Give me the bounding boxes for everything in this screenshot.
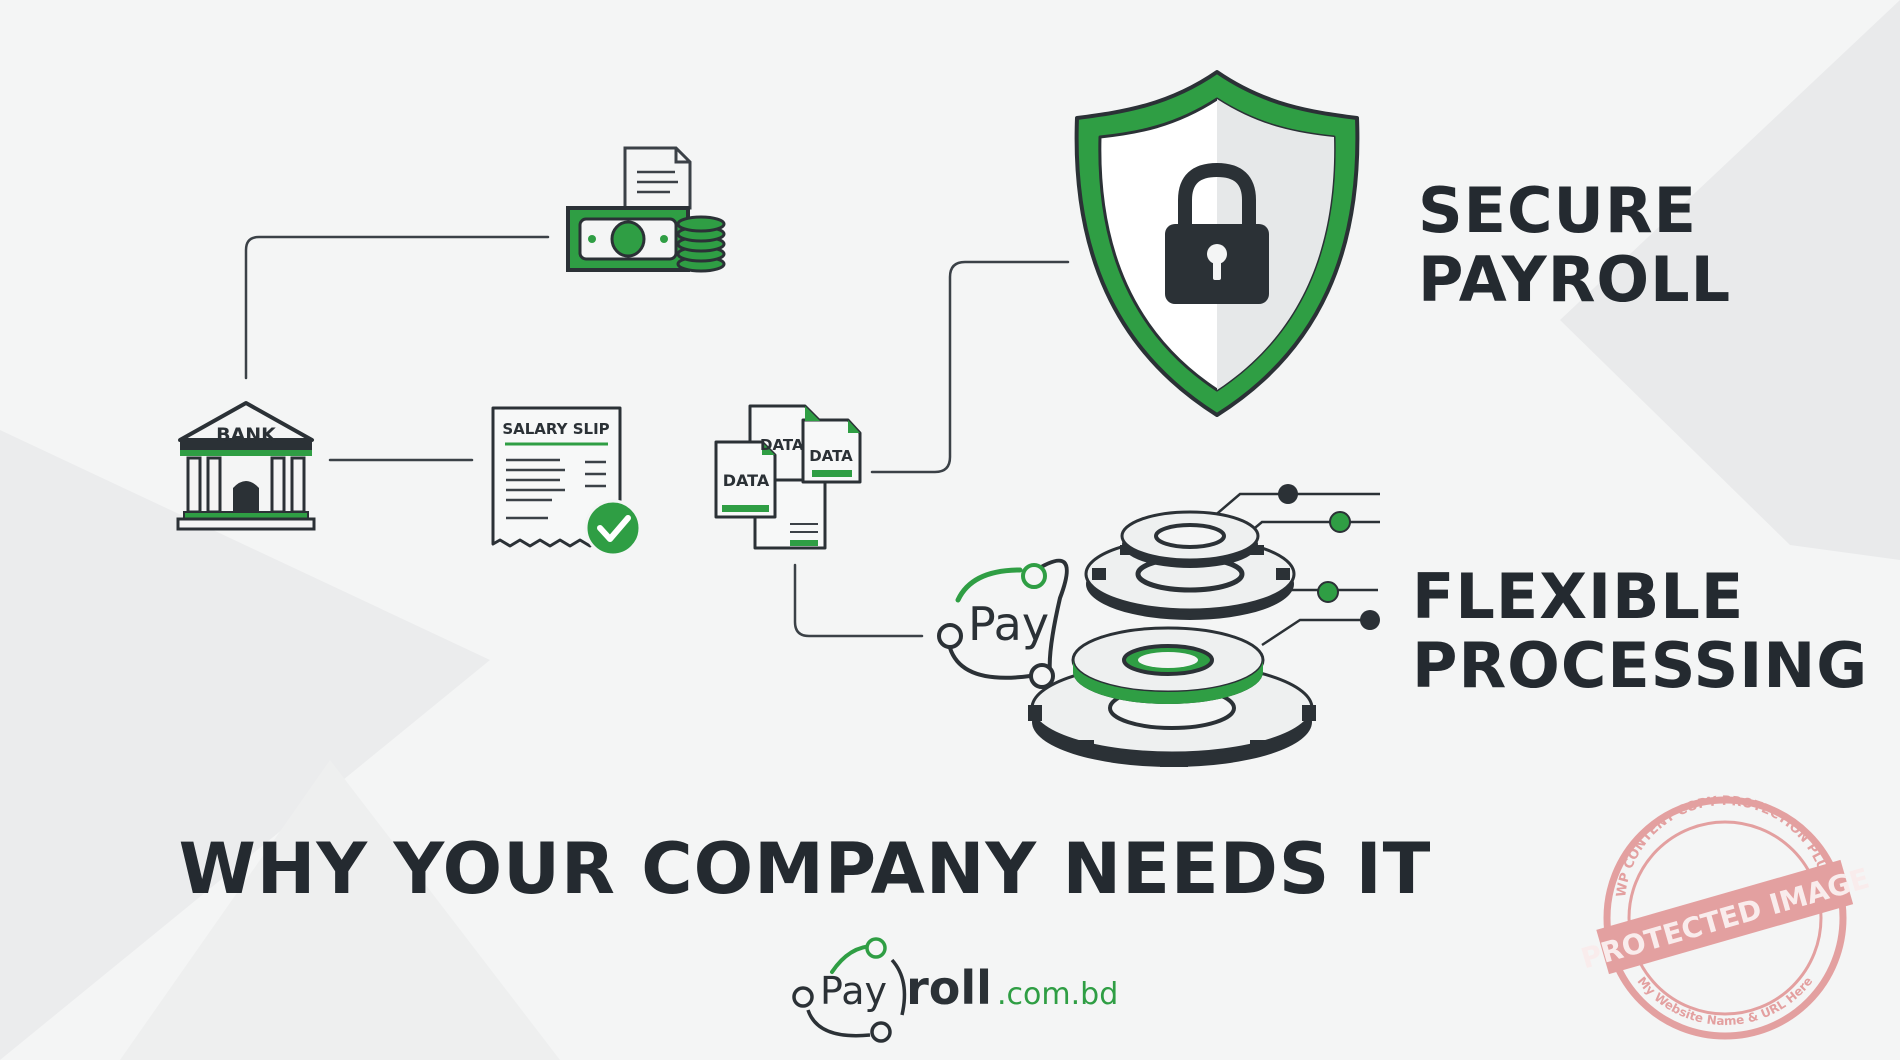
logo-domain: .com.bd (997, 977, 1118, 1012)
logo-roll: roll (906, 961, 992, 1015)
flexible-processing-heading: FLEXIBLE PROCESSING (1412, 562, 1868, 701)
data-label-back: DATA (760, 436, 804, 454)
secure-payroll-heading: SECURE PAYROLL (1418, 176, 1731, 315)
data-label-right: DATA (809, 447, 853, 465)
svg-text:Pay roll .com.bd: Pay roll .com.bd (820, 961, 1118, 1015)
pay-badge-icon: Pay (937, 558, 1069, 689)
lock-icon (1165, 162, 1269, 304)
logo-pay: Pay (820, 969, 887, 1013)
shield-icon (1074, 70, 1360, 417)
connector-lines (244, 235, 1070, 638)
secure-heading-line-2: PAYROLL (1418, 243, 1732, 317)
bank-label: BANK (216, 424, 277, 446)
gears-icon (1028, 484, 1380, 767)
tagline-heading: WHY YOUR COMPANY NEEDS IT (178, 828, 1432, 910)
flexible-heading-line-2: PROCESSING (1412, 629, 1869, 703)
pay-label: Pay (968, 597, 1049, 651)
salary-slip-label: SALARY SLIP (502, 420, 609, 438)
salary-slip-icon: SALARY SLIP (491, 406, 642, 557)
data-documents-icon: DATA DATA DATA (714, 404, 862, 550)
data-label-front: DATA (723, 471, 770, 490)
bank-icon: BANK (176, 401, 316, 531)
payroll-logo: Pay roll .com.bd (792, 937, 1118, 1043)
check-icon (584, 499, 642, 557)
money-icon (566, 146, 726, 273)
secure-heading-line-1: SECURE (1418, 174, 1697, 247)
flexible-heading-line-1: FLEXIBLE (1412, 560, 1745, 633)
